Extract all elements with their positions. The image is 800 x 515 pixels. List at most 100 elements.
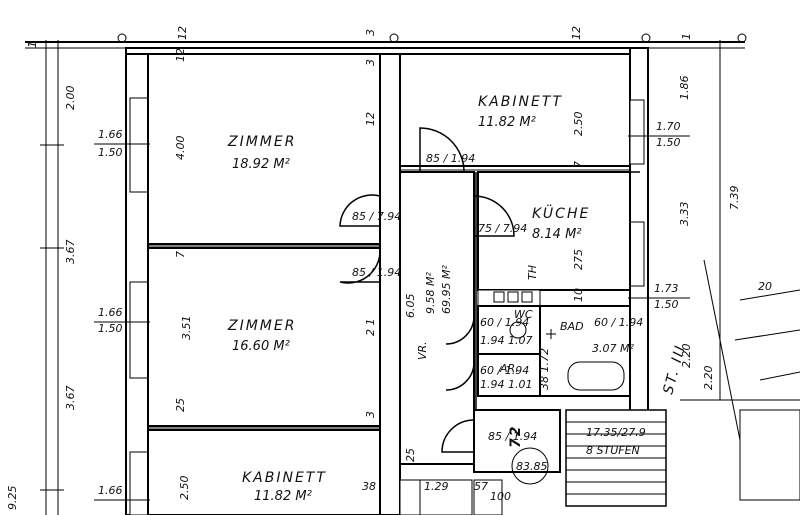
dimension-label: 38 1.72 — [538, 348, 551, 390]
dimension-label: 1.94 1.07 — [480, 334, 532, 347]
door-swings — [339, 127, 640, 453]
fridge-icon — [521, 291, 533, 303]
bathtub-icon — [567, 361, 625, 391]
dimension-label: 12 — [174, 48, 187, 62]
window-zimmer-1 — [129, 97, 149, 193]
dimension-label: 1 — [26, 41, 39, 48]
dimension-label: 7 — [174, 251, 187, 258]
dimension-label: 85 / 1.94 — [426, 152, 475, 165]
kabinett-1-label: KABINETT — [478, 94, 563, 110]
dimension-label: 100 — [490, 490, 511, 503]
entry-landing — [473, 409, 561, 473]
dimension-label: 10 — [572, 288, 585, 302]
stove-icon — [493, 291, 505, 303]
dimension-label: 1.66 — [98, 306, 123, 319]
dimension-label: 1.66 — [98, 128, 123, 141]
bad-area: 3.07 M² — [592, 342, 634, 355]
dimension-label: 12 — [364, 112, 377, 126]
axis-marker — [641, 33, 651, 43]
window-zimmer-2 — [129, 281, 149, 379]
dimension-label: 2 1 — [364, 319, 377, 337]
kabinett-1-area: 11.82 M² — [478, 115, 536, 130]
sink-icon — [507, 291, 519, 303]
dimension-label: 20 — [758, 280, 772, 293]
dimension-label: 60 / 1.94 — [480, 364, 529, 377]
dimension-label: TH — [526, 265, 539, 280]
zimmer-1-label: ZIMMER — [227, 134, 296, 150]
dimension-label: 2.50 — [178, 476, 191, 501]
elevation-marker — [511, 447, 549, 485]
dimension-label: 3.51 — [180, 316, 193, 341]
kabinett-2-area: 11.82 M² — [254, 489, 312, 504]
axis-marker — [737, 33, 747, 43]
dimension-label: 2.20 — [680, 344, 693, 369]
dimension-label: 57 — [474, 480, 488, 493]
dimension-label: 275 — [572, 249, 585, 270]
dimension-label: 12 — [176, 26, 189, 40]
room-zimmer-1 — [147, 53, 381, 245]
dimension-label: 85 / 1.94 — [352, 266, 401, 279]
vr-label: VR. — [416, 341, 429, 360]
dimension-label: 85 / 1.94 — [488, 430, 537, 443]
dimension-label: 3.33 — [678, 202, 691, 227]
dimension-label: 3 — [364, 411, 377, 418]
dimension-label: 7.39 — [728, 186, 741, 211]
dimension-label: 83.85 — [516, 460, 548, 473]
stair-steps-label: 8 STUFEN — [586, 444, 640, 457]
dimension-label: 1.73 — [654, 282, 679, 295]
wc-label: WC — [514, 308, 533, 321]
dimension-label: 3.67 — [64, 240, 77, 265]
dimension-label: 3.67 — [64, 386, 77, 411]
dimension-label: 2.50 — [572, 112, 585, 137]
toilet-icon — [509, 321, 527, 339]
dimension-label: 3 — [364, 29, 377, 36]
dimension-label: 60 / 1.94 — [594, 316, 643, 329]
dimension-label: 1 — [680, 33, 693, 40]
room-kabinett-1 — [399, 53, 631, 167]
dimension-label: 9.25 — [6, 486, 19, 511]
kabinett-2-label: KABINETT — [242, 470, 327, 486]
dimension-label: 4.00 — [174, 136, 187, 161]
interior-wall — [379, 53, 401, 515]
room-ar — [477, 353, 541, 397]
axis-marker — [389, 33, 399, 43]
dimension-label: 60 / 1.94 — [480, 316, 529, 329]
dimension-label: 1.70 — [656, 120, 681, 133]
dimension-label: 1.29 — [424, 480, 449, 493]
window-kabinett-2 — [129, 451, 149, 515]
dimension-label: 1.94 1.01 — [480, 378, 532, 391]
dimension-label: 3 — [364, 59, 377, 66]
vr-area: 9.58 M² — [424, 272, 437, 314]
dimension-label: 2.20 — [702, 366, 715, 391]
dimension-label: 6.05 — [404, 294, 417, 319]
room-kabinett-2 — [147, 429, 381, 515]
dimension-label: 1.50 — [654, 298, 679, 311]
window-kueche — [629, 221, 645, 287]
room-kueche — [477, 171, 631, 291]
dimension-label: 7 — [572, 161, 585, 168]
kueche-area: 8.14 M² — [532, 227, 582, 242]
dimension-label: 1.50 — [98, 322, 123, 335]
room-zimmer-2 — [147, 247, 381, 427]
dimension-label: 38 — [362, 480, 376, 493]
dimension-label: 75 / 7.94 — [478, 222, 527, 235]
ar-label: AR. — [499, 362, 519, 375]
axis-marker — [117, 33, 127, 43]
dimension-label: 2.00 — [64, 86, 77, 111]
window-kabinett-1 — [629, 99, 645, 165]
dimension-label: 1.50 — [656, 136, 681, 149]
dimension-label: 25 — [174, 398, 187, 412]
zimmer-2-area: 16.60 M² — [232, 339, 290, 354]
stair-dims: 17.35/27.9 — [586, 426, 646, 439]
bad-label: BAD — [560, 320, 584, 333]
dimension-label: 1.66 — [98, 484, 123, 497]
stair-steps — [565, 409, 667, 507]
dimension-label: 25 — [404, 448, 417, 462]
dimension-label: 72 — [508, 425, 524, 448]
kueche-label: KÜCHE — [532, 204, 590, 222]
dimension-label: 1.50 — [98, 146, 123, 159]
dimension-label: 1.86 — [678, 76, 691, 101]
zimmer-2-label: ZIMMER — [227, 318, 296, 334]
